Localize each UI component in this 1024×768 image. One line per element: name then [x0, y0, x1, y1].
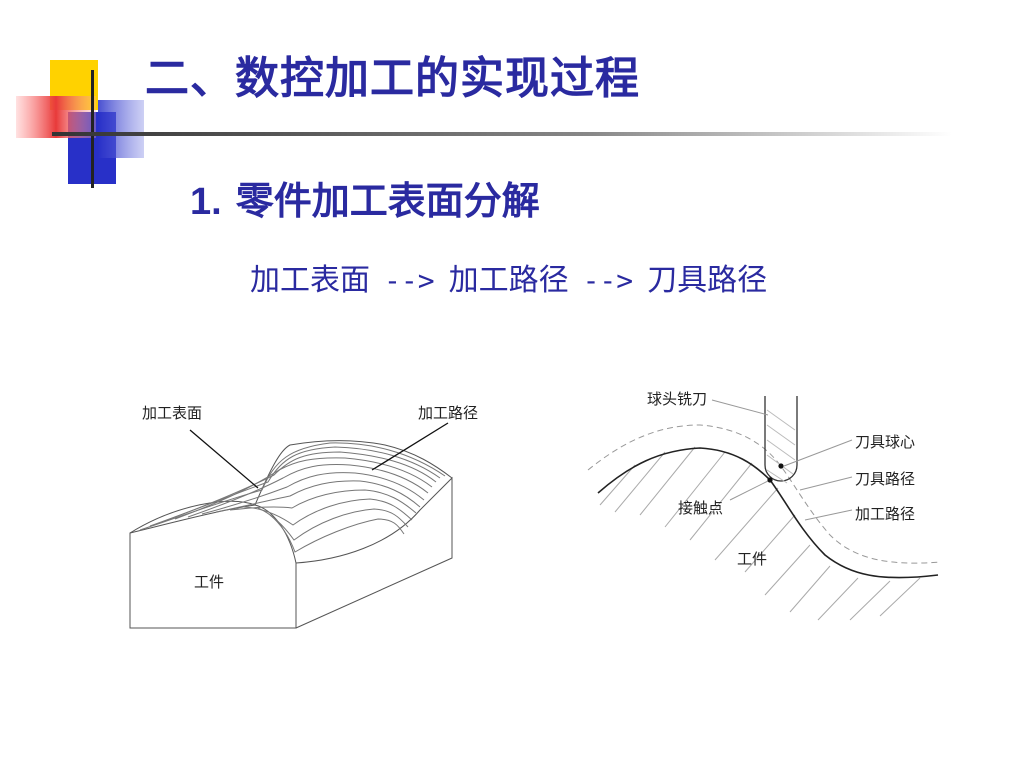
process-flow: 加工表面 --> 加工路径 --> 刀具路径: [250, 255, 767, 299]
workpiece-hatching: [599, 446, 921, 621]
deco-vertical-line: [91, 70, 94, 188]
label-tool-path: 刀具路径: [855, 470, 916, 488]
flow-step-2: 加工路径: [448, 263, 569, 298]
section-number: 1.: [190, 181, 222, 223]
ball-center-dot: [778, 463, 784, 469]
flow-arrow-2: -->: [582, 264, 634, 297]
label-machining-path-right: 加工路径: [855, 505, 916, 523]
leader-tool: [711, 399, 769, 416]
leader-machining-path: [804, 509, 853, 521]
flow-step-1: 加工表面: [250, 263, 370, 298]
deco-horizontal-line: [52, 132, 952, 136]
flow-arrow-1: -->: [384, 264, 435, 297]
label-machining-surface: 加工表面: [142, 404, 203, 422]
block-top-back-edge: [129, 500, 256, 534]
machining-path-lines: [139, 442, 446, 553]
leader-ball-center: [783, 439, 853, 467]
section-heading-text: 零件加工表面分解: [235, 179, 540, 223]
label-contact-point: 接触点: [678, 499, 724, 517]
label-ball-end-mill: 球头铣刀: [647, 390, 708, 408]
flow-step-3: 刀具路径: [647, 263, 768, 298]
section-heading: 1. 零件加工表面分解: [190, 170, 540, 225]
surface-back-curve: [254, 440, 453, 506]
leader-tool-path: [799, 476, 853, 491]
leader-surface: [189, 429, 259, 489]
contact-point-dot: [767, 477, 773, 483]
ball-end-mill: [764, 396, 798, 482]
deco-blue-fade: [98, 100, 144, 158]
leader-path: [371, 422, 449, 471]
label-workpiece-right: 工件: [737, 550, 768, 568]
label-ball-center: 刀具球心: [855, 433, 916, 451]
label-machining-path: 加工路径: [418, 404, 479, 422]
deco-red-bar: [16, 96, 96, 138]
tool-hatching: [766, 409, 796, 484]
block-right-face: [295, 476, 453, 629]
label-workpiece-left: 工件: [194, 573, 225, 591]
page-title: 二、数控加工的实现过程: [145, 53, 640, 104]
leader-contact-point: [729, 479, 771, 501]
